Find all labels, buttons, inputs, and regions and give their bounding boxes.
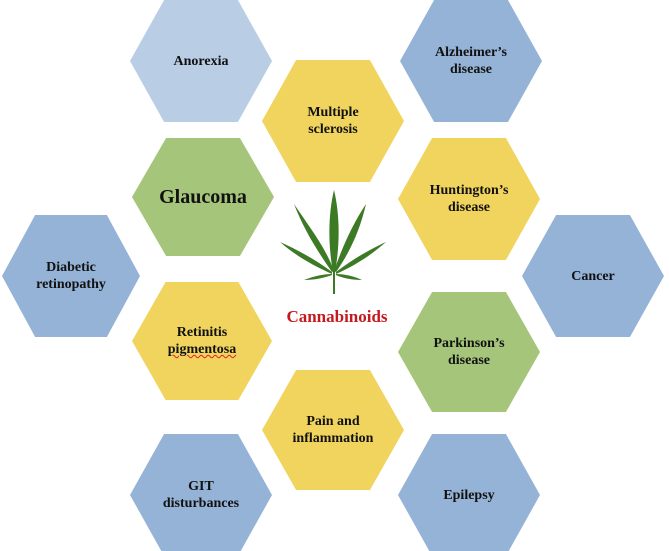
- hex-label: Cancer: [571, 268, 615, 284]
- hex-epilepsy: Epilepsy: [398, 434, 540, 551]
- hex-anorexia: Anorexia: [130, 0, 272, 122]
- hex-label: Anorexia: [173, 53, 229, 69]
- hex-label: Glaucoma: [159, 185, 247, 208]
- hex-glaucoma: Glaucoma: [132, 138, 274, 256]
- center-label: Cannabinoids: [286, 307, 388, 326]
- cannabis-leaf-icon: [280, 190, 386, 294]
- hex-label: Epilepsy: [443, 487, 495, 503]
- hex-cancer: Cancer: [522, 215, 664, 337]
